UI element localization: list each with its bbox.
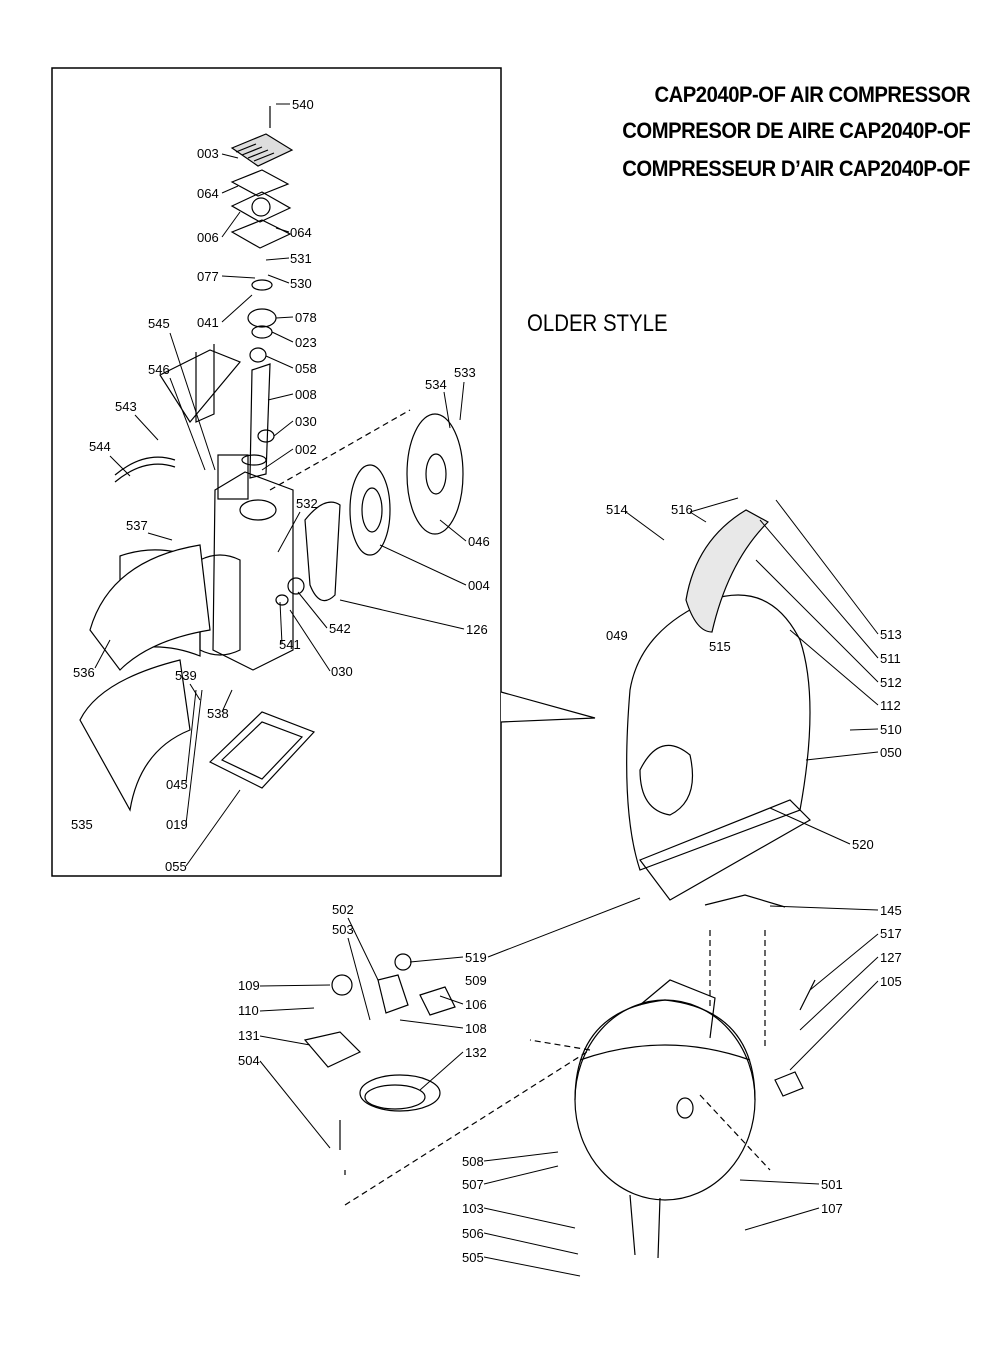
part-label: 077 bbox=[197, 269, 219, 284]
part-label: 516 bbox=[671, 502, 693, 517]
part-label: 540 bbox=[292, 97, 314, 112]
part-label: 030 bbox=[331, 664, 353, 679]
part-label: 505 bbox=[462, 1250, 484, 1265]
part-label: 108 bbox=[465, 1021, 487, 1036]
part-label: 531 bbox=[290, 251, 312, 266]
part-label: 103 bbox=[462, 1201, 484, 1216]
part-label: 532 bbox=[296, 496, 318, 511]
part-label: 078 bbox=[295, 310, 317, 325]
part-label: 508 bbox=[462, 1154, 484, 1169]
part-label: 501 bbox=[821, 1177, 843, 1192]
part-label: 064 bbox=[197, 186, 219, 201]
part-label: 539 bbox=[175, 668, 197, 683]
part-label: 030 bbox=[295, 414, 317, 429]
part-label: 019 bbox=[166, 817, 188, 832]
part-label: 126 bbox=[466, 622, 488, 637]
part-label: 004 bbox=[468, 578, 490, 593]
title-spanish: COMPRESOR DE AIRE CAP2040P-OF bbox=[621, 118, 971, 143]
older-style-label: OLDER STYLE bbox=[527, 310, 668, 337]
part-label: 542 bbox=[329, 621, 351, 636]
shroud-assembly-drawing bbox=[626, 509, 811, 908]
part-label: 544 bbox=[89, 439, 111, 454]
part-label: 507 bbox=[462, 1177, 484, 1192]
part-label: 515 bbox=[709, 639, 731, 654]
part-label: 510 bbox=[880, 722, 902, 737]
part-label: 538 bbox=[207, 706, 229, 721]
part-label: 503 bbox=[332, 922, 354, 937]
part-label: 064 bbox=[290, 225, 312, 240]
part-label: 131 bbox=[238, 1028, 260, 1043]
title-english: CAP2040P-OF AIR COMPRESSOR bbox=[654, 82, 970, 107]
part-label: 509 bbox=[465, 973, 487, 988]
part-label: 504 bbox=[238, 1053, 260, 1068]
part-label: 517 bbox=[880, 926, 902, 941]
part-label: 055 bbox=[165, 859, 187, 874]
part-label: 511 bbox=[880, 651, 901, 666]
part-label: 002 bbox=[295, 442, 317, 457]
part-label: 506 bbox=[462, 1226, 484, 1241]
part-label: 046 bbox=[468, 534, 490, 549]
part-label: 145 bbox=[880, 903, 902, 918]
part-label: 109 bbox=[238, 978, 260, 993]
part-label: 106 bbox=[465, 997, 487, 1012]
inset-callout-pointer bbox=[500, 691, 596, 723]
part-label: 105 bbox=[880, 974, 902, 989]
part-label: 533 bbox=[454, 365, 476, 380]
part-label: 534 bbox=[425, 377, 447, 392]
part-label: 535 bbox=[71, 817, 93, 832]
leader-lines bbox=[94, 103, 879, 1277]
part-label: 112 bbox=[880, 698, 901, 713]
part-label: 006 bbox=[197, 230, 219, 245]
part-label: 546 bbox=[148, 362, 170, 377]
tank-assembly-drawing bbox=[303, 930, 816, 1259]
part-label: 541 bbox=[279, 637, 301, 652]
part-label: 023 bbox=[295, 335, 317, 350]
part-label: 502 bbox=[332, 902, 354, 917]
part-label: 045 bbox=[166, 777, 188, 792]
part-label: 543 bbox=[115, 399, 137, 414]
part-label: 110 bbox=[238, 1003, 259, 1018]
part-label: 536 bbox=[73, 665, 95, 680]
part-label: 513 bbox=[880, 627, 902, 642]
part-label: 520 bbox=[852, 837, 874, 852]
part-label: 050 bbox=[880, 745, 902, 760]
part-label: 537 bbox=[126, 518, 148, 533]
part-label: 107 bbox=[821, 1201, 843, 1216]
part-label: 003 bbox=[197, 146, 219, 161]
part-label: 041 bbox=[197, 315, 219, 330]
part-label: 514 bbox=[606, 502, 628, 517]
part-label: 127 bbox=[880, 950, 902, 965]
part-label: 545 bbox=[148, 316, 170, 331]
part-label: 132 bbox=[465, 1045, 487, 1060]
part-labels: 540 003 064 006 064 531 077 530 041 078 … bbox=[71, 97, 902, 1265]
older-style-inset-frame bbox=[51, 67, 502, 877]
part-label: 512 bbox=[880, 675, 902, 690]
part-label: 530 bbox=[290, 276, 312, 291]
part-label: 008 bbox=[295, 387, 317, 402]
pump-assembly-drawing bbox=[79, 106, 464, 812]
title-french: COMPRESSEUR D’AIR CAP2040P-OF bbox=[622, 156, 970, 181]
part-label: 049 bbox=[606, 628, 628, 643]
part-label: 058 bbox=[295, 361, 317, 376]
part-label: 519 bbox=[465, 950, 487, 965]
